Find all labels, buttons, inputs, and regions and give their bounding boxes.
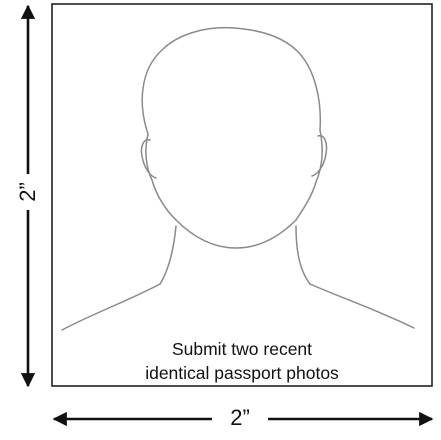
- vertical-dimension-label: 2”: [11, 174, 45, 210]
- horizontal-dimension-label: 2”: [218, 405, 262, 431]
- photo-frame: [51, 3, 433, 387]
- head-silhouette: [61, 26, 415, 331]
- photo-caption: Submit two recent identical passport pho…: [52, 337, 432, 385]
- caption-line-1: Submit two recent: [171, 339, 313, 359]
- caption-line-2: identical passport photos: [145, 363, 339, 383]
